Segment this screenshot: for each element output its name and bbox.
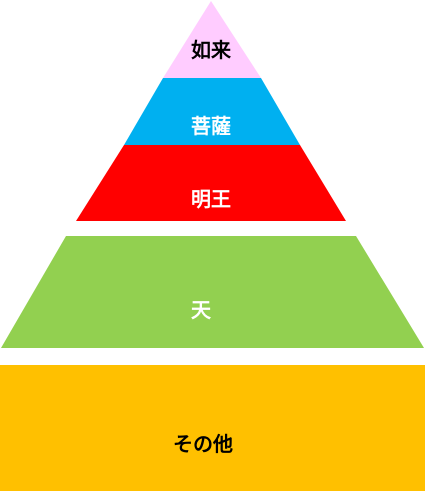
tier-bosatsu-label: 菩薩 <box>191 114 231 138</box>
tier-ten-shape <box>1 236 424 348</box>
tier-bosatsu-shape <box>124 78 300 145</box>
tier-ten-label: 天 <box>191 298 212 322</box>
tier-myoo-label: 明王 <box>191 187 231 211</box>
tier-myoo-shape <box>76 145 346 221</box>
tier-sonota-shape <box>0 365 425 491</box>
tier-nyorai-label: 如来 <box>191 38 232 62</box>
tier-nyorai-shape <box>163 1 261 78</box>
tier-sonota-label: その他 <box>173 432 233 456</box>
